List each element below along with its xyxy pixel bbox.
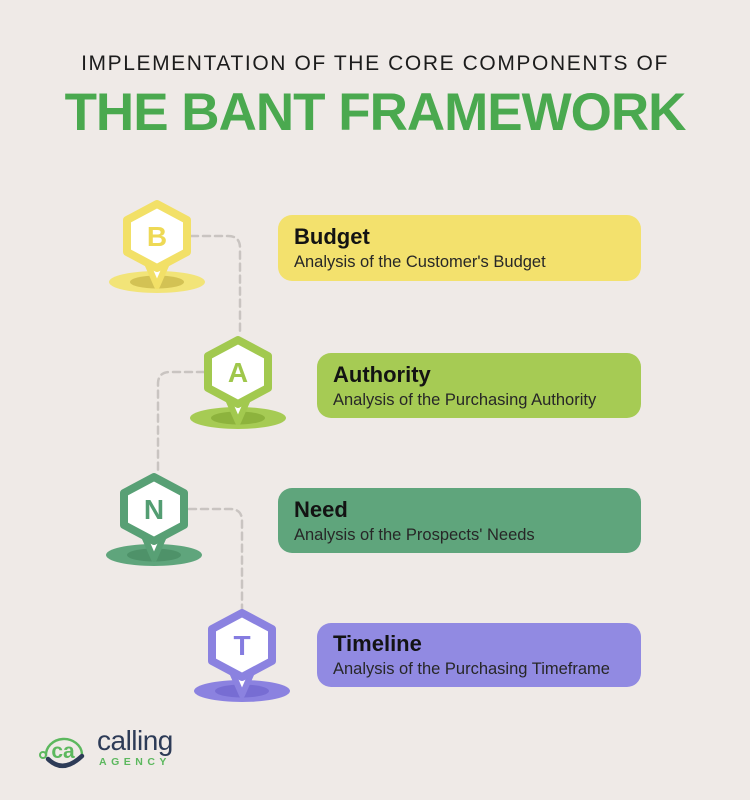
hexagon-pin-icon — [120, 473, 188, 545]
badge-letter: N — [144, 494, 164, 525]
badge-letter: B — [147, 221, 167, 252]
logo-ring — [44, 737, 84, 757]
brand-logo: ca calling AGENCY — [36, 720, 173, 774]
connector-b-to-a — [189, 234, 242, 335]
hex-badge-need: N — [99, 469, 209, 569]
logo-earpiece — [39, 751, 47, 759]
calling-agency-logo-icon: ca — [36, 720, 90, 774]
badge-letter: T — [233, 630, 250, 661]
connector-a-to-n — [156, 370, 206, 475]
card-budget: Budget Analysis of the Customer's Budget — [278, 215, 641, 281]
hexagon-pin-icon — [204, 336, 272, 408]
card-title: Budget — [294, 224, 370, 249]
subtitle: IMPLEMENTATION OF THE CORE COMPONENTS OF — [81, 52, 669, 75]
logo-ca-text: ca — [51, 740, 75, 763]
hex-badge-authority: A — [183, 332, 293, 432]
card-title: Authority — [333, 361, 431, 387]
header: IMPLEMENTATION OF THE CORE COMPONENTS OF… — [0, 52, 750, 143]
hexagon-pin-icon — [208, 609, 276, 681]
card-title: Timeline — [333, 631, 422, 656]
card-timeline: Timeline Analysis of the Purchasing Time… — [317, 623, 641, 687]
hex-badge-budget: B — [102, 196, 212, 296]
card-description: Analysis of the Purchasing Timeframe — [333, 660, 610, 678]
logo-smile — [45, 753, 85, 768]
card-authority: Authority Analysis of the Purchasing Aut… — [317, 353, 641, 418]
hex-badge-timeline: T — [187, 605, 297, 705]
card-need: Need Analysis of the Prospects' Needs — [278, 488, 641, 553]
card-description: Analysis of the Prospects' Needs — [294, 525, 535, 544]
card-description: Analysis of the Customer's Budget — [294, 253, 546, 271]
hexagon-pin-icon — [123, 200, 191, 272]
card-title: Need — [294, 496, 348, 522]
brand-name: calling — [97, 724, 173, 756]
connector-n-to-t — [187, 507, 244, 611]
brand-subname: AGENCY — [99, 755, 171, 768]
badge-letter: A — [228, 357, 248, 388]
brand-text: calling AGENCY — [97, 724, 173, 768]
card-description: Analysis of the Purchasing Authority — [333, 390, 597, 409]
page-title: THE BANT FRAMEWORK — [64, 83, 687, 142]
